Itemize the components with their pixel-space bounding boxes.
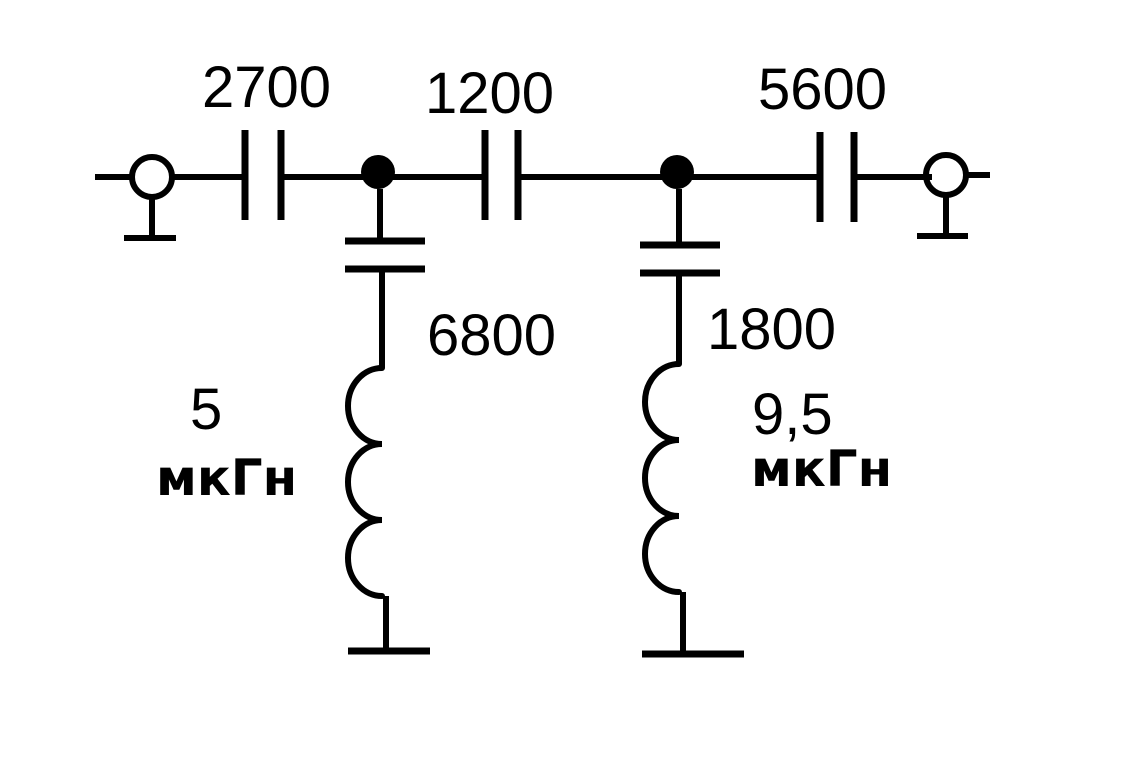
capacitor-c-in-label: 2700 <box>202 55 331 120</box>
shunt-branch-right <box>640 189 744 658</box>
capacitor-c-mid-label: 1200 <box>425 61 554 126</box>
output-coax-connector <box>917 152 990 239</box>
inductor-l-right-coil <box>642 361 682 595</box>
inductor-l-right-unit: мкГн <box>751 440 892 498</box>
inductor-l-left-unit: мкГн <box>156 449 297 507</box>
capacitor-c-shunt-right-label: 1800 <box>707 297 836 362</box>
input-coax-ring <box>129 154 175 200</box>
input-coax-connector <box>95 154 176 241</box>
junction-node-left <box>361 155 395 189</box>
inductor-l-right-value: 9,5 <box>752 382 833 447</box>
capacitor-c-in <box>241 130 285 220</box>
capacitor-c-mid <box>481 130 522 220</box>
inductor-l-left-value: 5 <box>190 377 222 442</box>
capacitor-c-out <box>816 132 858 222</box>
shunt-branch-left <box>345 189 430 655</box>
inductor-l-left-coil <box>345 365 385 599</box>
capacitor-c-shunt-left-label: 6800 <box>427 303 556 368</box>
capacitor-c-out-label: 5600 <box>758 57 887 122</box>
junction-node-right <box>660 155 694 189</box>
